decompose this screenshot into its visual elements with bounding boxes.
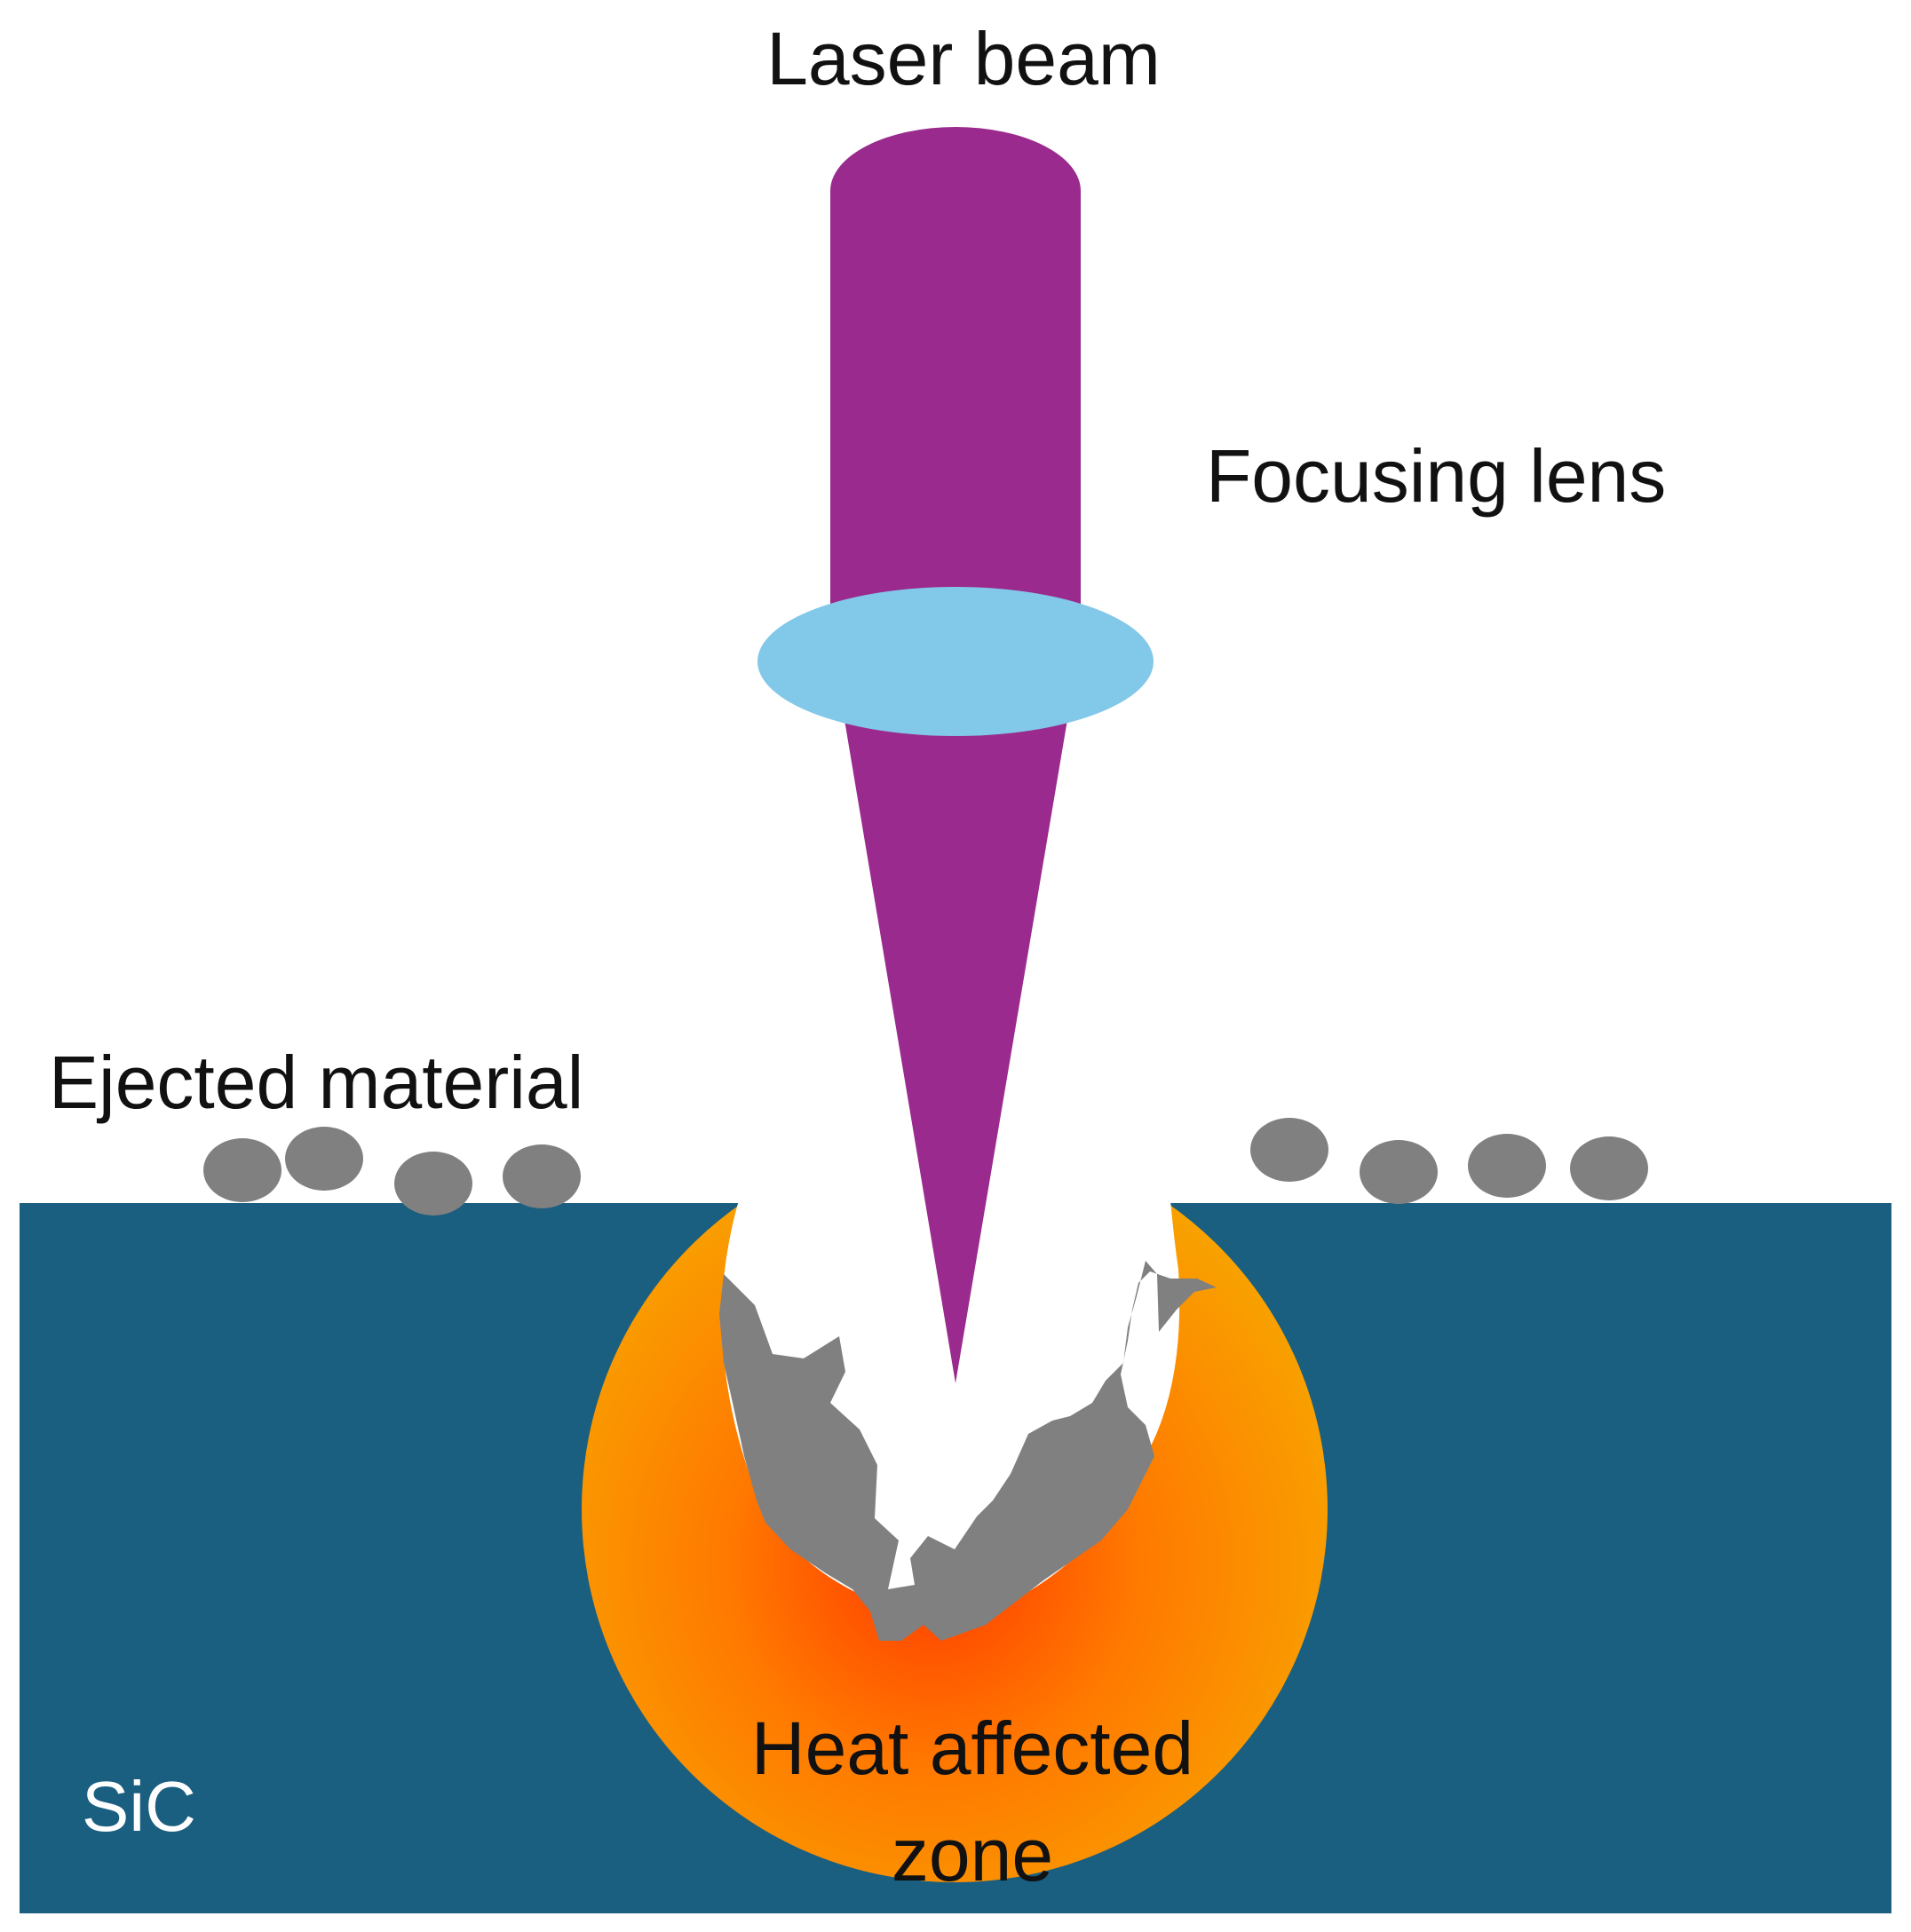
laser-beam-cone bbox=[839, 688, 1073, 1383]
debris-particle bbox=[1250, 1118, 1328, 1182]
recast-material bbox=[719, 1261, 1217, 1641]
focusing-lens bbox=[757, 587, 1154, 736]
laser-beam-top bbox=[830, 127, 1081, 255]
focusing-lens-label: Focusing lens bbox=[1206, 434, 1666, 518]
laser-beam-label: Laser beam bbox=[766, 17, 1161, 100]
debris-particle bbox=[394, 1152, 472, 1215]
debris-particle bbox=[203, 1138, 281, 1202]
debris-particle bbox=[285, 1127, 363, 1191]
heat-zone-label-line1: Heat affected bbox=[751, 1706, 1193, 1790]
debris-particle bbox=[1468, 1134, 1546, 1198]
heat-zone-label-line2: zone bbox=[892, 1813, 1053, 1896]
debris-particle bbox=[1570, 1136, 1648, 1200]
ejected-material-label: Ejected material bbox=[49, 1041, 583, 1124]
laser-beam-cylinder bbox=[830, 191, 1081, 661]
material-label: SiC bbox=[82, 1767, 196, 1846]
debris-particle bbox=[1360, 1140, 1438, 1204]
debris-particle bbox=[503, 1144, 581, 1208]
